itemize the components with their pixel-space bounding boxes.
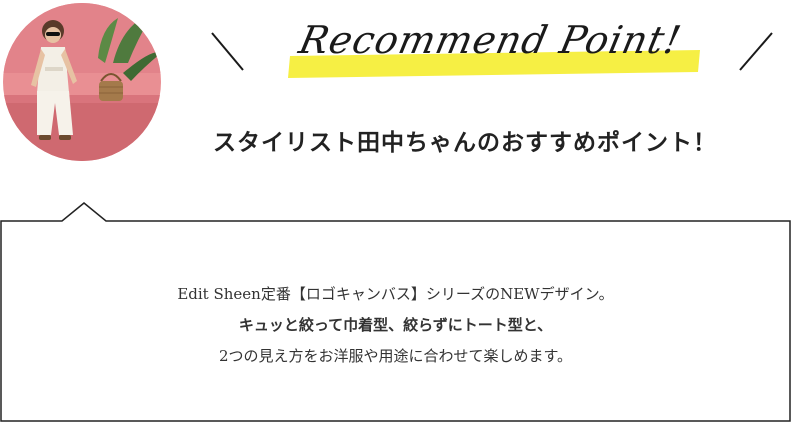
speech-bubble	[0, 202, 791, 422]
bubble-line-3: 2つの見え方をお洋服や用途に合わせて楽しめます。	[218, 347, 573, 365]
bubble-line-2: キュッと絞って巾着型、絞らずにトート型と、	[238, 316, 553, 334]
bubble-line-1: Edit Sheen定番【ロゴキャンバス】シリーズのNEWデザイン。	[177, 285, 614, 303]
stylist-subtitle: スタイリスト田中ちゃんのおすすめポイント！	[213, 129, 717, 156]
left-slash-icon	[211, 32, 244, 71]
recommend-point-title: Recommend Point!	[295, 18, 686, 62]
right-slash-icon	[739, 32, 773, 71]
header-decoration	[211, 32, 773, 78]
highlight-stroke	[288, 50, 700, 78]
